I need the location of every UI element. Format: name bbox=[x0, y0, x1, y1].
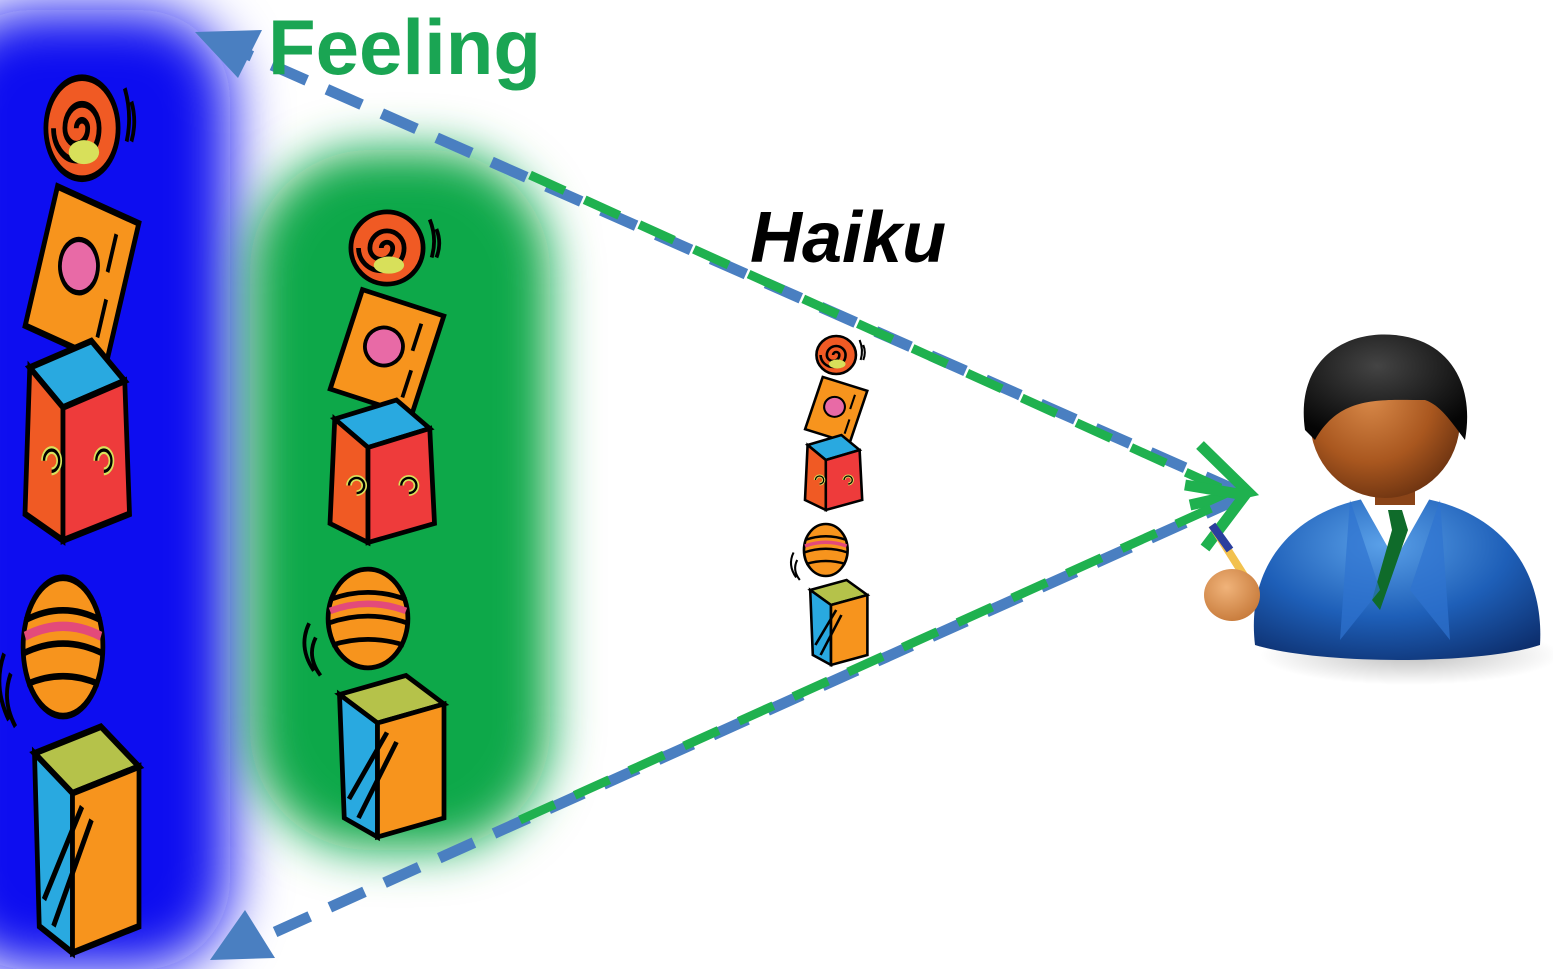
feeling-label: Feeling bbox=[268, 3, 541, 91]
lower-dashed-arrow bbox=[210, 479, 1255, 960]
haiku-label: Haiku bbox=[750, 198, 946, 278]
block-stack-icon bbox=[789, 334, 870, 667]
upper-dashed-arrow bbox=[195, 30, 1260, 511]
businessman-icon bbox=[1204, 334, 1553, 685]
